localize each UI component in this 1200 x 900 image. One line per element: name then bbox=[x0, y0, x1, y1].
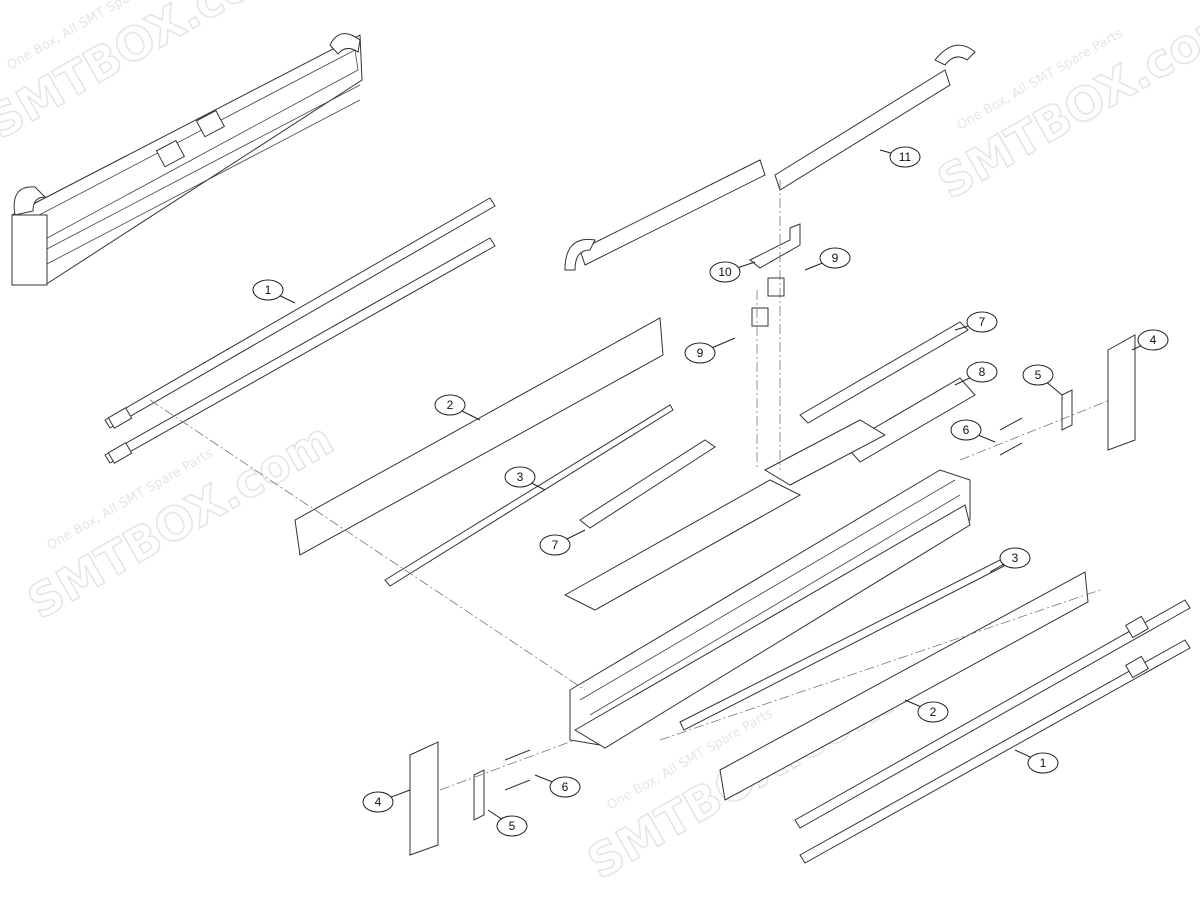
callout-side-plate: 2 bbox=[904, 699, 949, 723]
stopper-right bbox=[1061, 389, 1073, 431]
callout-bubble bbox=[504, 466, 536, 488]
pin-right-b bbox=[999, 442, 1023, 456]
callout-number: 9 bbox=[832, 251, 839, 265]
callout-bubble bbox=[819, 247, 851, 269]
plate-8 bbox=[844, 377, 976, 463]
callout-linear-rail: 1 bbox=[252, 279, 296, 304]
cover-sheet-7-left bbox=[579, 439, 716, 529]
cover-sheet-7-right bbox=[799, 321, 969, 424]
callout-bubble bbox=[950, 419, 982, 441]
callout-stopper: 5 bbox=[487, 809, 528, 837]
callout-bubble bbox=[1137, 329, 1169, 351]
callout-bubble bbox=[1022, 364, 1054, 386]
pin-right-a bbox=[999, 417, 1023, 431]
callout-number: 7 bbox=[552, 538, 559, 552]
callout-bracket: 10 bbox=[709, 261, 756, 283]
callout-number: 5 bbox=[1035, 368, 1042, 382]
callout-plate: 8 bbox=[954, 361, 998, 386]
callout-bubble bbox=[917, 701, 949, 723]
side-plate-lower bbox=[719, 571, 1089, 801]
callout-number: 1 bbox=[265, 283, 272, 297]
rail-pair-lower bbox=[794, 599, 1191, 864]
callout-bubble bbox=[252, 279, 284, 301]
callout-stopper: 5 bbox=[1022, 364, 1063, 396]
pin-left-b bbox=[504, 779, 531, 791]
callout-number: 4 bbox=[375, 795, 382, 809]
callout-number: 3 bbox=[1012, 551, 1019, 565]
callout-number: 10 bbox=[718, 265, 732, 279]
callout-number: 2 bbox=[930, 705, 937, 719]
callout-number: 2 bbox=[447, 398, 454, 412]
callout-bubble bbox=[684, 342, 716, 364]
callout-number: 8 bbox=[979, 365, 986, 379]
callout-bubble bbox=[889, 146, 921, 168]
callout-side-plate: 2 bbox=[434, 394, 481, 421]
sensor-9b bbox=[751, 307, 769, 327]
rail-pair-upper bbox=[104, 197, 496, 464]
callout-number: 4 bbox=[1150, 333, 1157, 347]
base-plate bbox=[563, 479, 802, 611]
callout-number: 9 bbox=[697, 346, 704, 360]
callout-cover-sheet: 7 bbox=[539, 529, 586, 556]
callout-bubble bbox=[966, 311, 998, 333]
end-plate-right bbox=[1107, 334, 1136, 451]
callout-number: 6 bbox=[562, 780, 569, 794]
base-plate-right bbox=[763, 419, 887, 486]
callout-bubble bbox=[496, 815, 528, 837]
cable-chain bbox=[564, 44, 976, 271]
callout-cover-sheet: 7 bbox=[954, 311, 998, 333]
side-plate-upper bbox=[294, 317, 664, 556]
pin-left-a bbox=[504, 749, 531, 761]
strip-lower bbox=[679, 559, 1005, 731]
callout-bubble bbox=[434, 394, 466, 416]
callout-bubble bbox=[539, 534, 571, 556]
callout-pin: 6 bbox=[950, 419, 996, 443]
assembled-unit bbox=[11, 33, 363, 286]
callout-bubble bbox=[709, 261, 741, 283]
bracket-10 bbox=[749, 223, 801, 269]
callout-bubble bbox=[999, 547, 1031, 569]
main-frame bbox=[569, 469, 971, 749]
callout-bubble bbox=[362, 791, 394, 813]
end-plate-left bbox=[409, 741, 439, 856]
callout-pin: 6 bbox=[534, 774, 581, 798]
strip-upper bbox=[384, 404, 674, 587]
sensor-9a bbox=[767, 277, 785, 297]
callout-number: 3 bbox=[517, 470, 524, 484]
callout-number: 5 bbox=[509, 819, 516, 833]
callout-strip: 3 bbox=[504, 466, 546, 491]
callout-number: 11 bbox=[899, 150, 912, 164]
callout-end-plate: 4 bbox=[362, 789, 411, 813]
callout-sensor-bracket: 9 bbox=[804, 247, 851, 271]
callout-number: 6 bbox=[963, 423, 970, 437]
callout-number: 1 bbox=[1040, 756, 1047, 770]
callout-cable-chain: 11 bbox=[879, 146, 921, 168]
callout-end-plate: 4 bbox=[1131, 329, 1169, 351]
callout-sensor-bracket: 9 bbox=[684, 337, 736, 364]
stopper-left bbox=[473, 769, 485, 821]
callout-bubble bbox=[966, 361, 998, 383]
callout-bubble bbox=[549, 776, 581, 798]
callout-strip: 3 bbox=[989, 547, 1031, 573]
callout-linear-rail: 1 bbox=[1014, 749, 1059, 774]
callout-layer: 1 2 3 7 11 10 9 9 7 8 5 4 6 3 2 1 4 6 5 bbox=[252, 146, 1169, 837]
callout-number: 7 bbox=[979, 315, 986, 329]
callout-bubble bbox=[1027, 752, 1059, 774]
